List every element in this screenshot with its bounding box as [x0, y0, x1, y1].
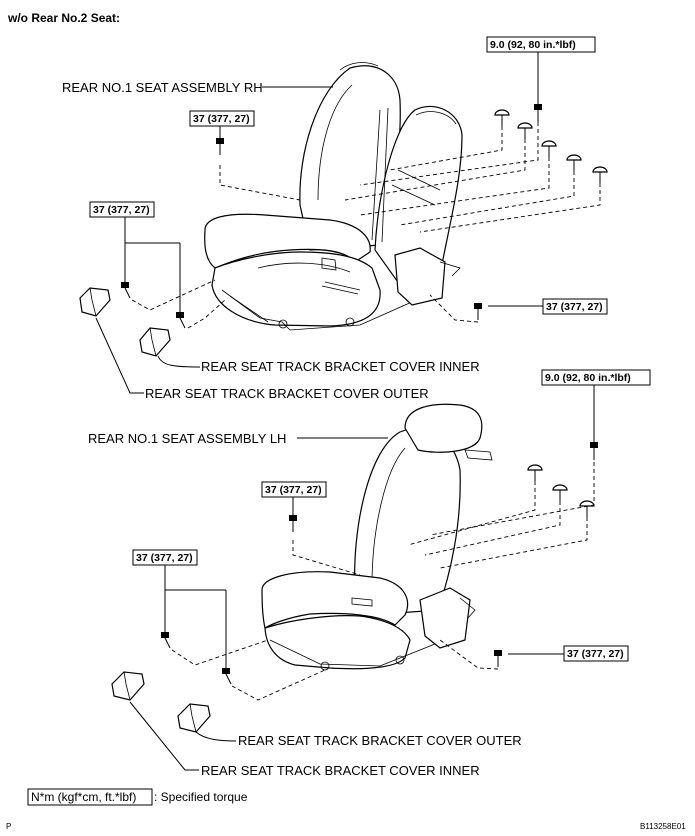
- rh-torque-top-box: 9.0 (92, 80 in.*lbf): [486, 36, 596, 53]
- rh-torque-right-box: 37 (377, 27): [542, 298, 608, 315]
- lh-torque-left-box: 37 (377, 27): [132, 549, 198, 566]
- lh-torque-top-box: 9.0 (92, 80 in.*lbf): [541, 369, 651, 386]
- lh-assembly-label: REAR NO.1 SEAT ASSEMBLY LH: [88, 431, 286, 446]
- rh-clips: [494, 109, 608, 183]
- lh-torque-left: 37 (377, 27): [136, 552, 193, 564]
- rh-seat-illustration: [204, 62, 463, 331]
- lh-bolt-right: [494, 650, 502, 667]
- rh-torque-top: 9.0 (92, 80 in.*lbf): [490, 39, 576, 51]
- rh-torque-upper-left-box: 37 (377, 27): [189, 110, 255, 127]
- rh-torque-right: 37 (377, 27): [546, 301, 603, 313]
- rh-bolt-upper-left: [216, 138, 224, 155]
- rh-cover-inner-label: REAR SEAT TRACK BRACKET COVER INNER: [201, 359, 480, 374]
- lh-bolts-left: [161, 632, 232, 685]
- lh-torque-right: 37 (377, 27): [567, 648, 624, 660]
- lh-torque-upper-left-box: 37 (377, 27): [261, 481, 327, 498]
- lh-torque-upper-left: 37 (377, 27): [265, 484, 322, 496]
- lh-clips: [527, 464, 595, 517]
- rh-bolts-left: [121, 282, 186, 329]
- lh-cover-inner-label: REAR SEAT TRACK BRACKET COVER INNER: [201, 763, 480, 778]
- figure-code: B113258E01: [640, 822, 686, 831]
- rh-cover-outer-part: [79, 287, 111, 317]
- rh-torque-left-box: 37 (377, 27): [89, 201, 155, 218]
- lh-torque-top: 9.0 (92, 80 in.*lbf): [545, 372, 631, 384]
- lh-cover-outer-label: REAR SEAT TRACK BRACKET COVER OUTER: [238, 733, 522, 748]
- rh-cover-outer-label: REAR SEAT TRACK BRACKET COVER OUTER: [145, 386, 429, 401]
- rh-torque-upper-left: 37 (377, 27): [193, 113, 250, 125]
- lh-cover-outer-part: [177, 703, 211, 733]
- footer-left: P: [6, 822, 11, 831]
- legend-text: : Specified torque: [154, 790, 248, 804]
- lh-bolt-upper-left: [289, 515, 297, 532]
- header-title: w/o Rear No.2 Seat:: [7, 11, 120, 25]
- rh-bolt-right: [474, 303, 482, 320]
- lh-seat-illustration: [261, 403, 493, 671]
- rh-bolt-top: [534, 104, 542, 122]
- rh-assembly-label: REAR NO.1 SEAT ASSEMBLY RH: [62, 80, 263, 95]
- legend-unit: N*m (kgf*cm, ft.*lbf): [31, 790, 136, 804]
- torque-legend: N*m (kgf*cm, ft.*lbf) : Specified torque: [27, 788, 248, 806]
- lh-bolt-top: [590, 442, 598, 460]
- lh-cover-inner-part: [111, 671, 145, 701]
- rh-torque-left: 37 (377, 27): [93, 204, 150, 216]
- rh-cover-inner-part: [139, 327, 171, 357]
- lh-torque-right-box: 37 (377, 27): [563, 645, 629, 662]
